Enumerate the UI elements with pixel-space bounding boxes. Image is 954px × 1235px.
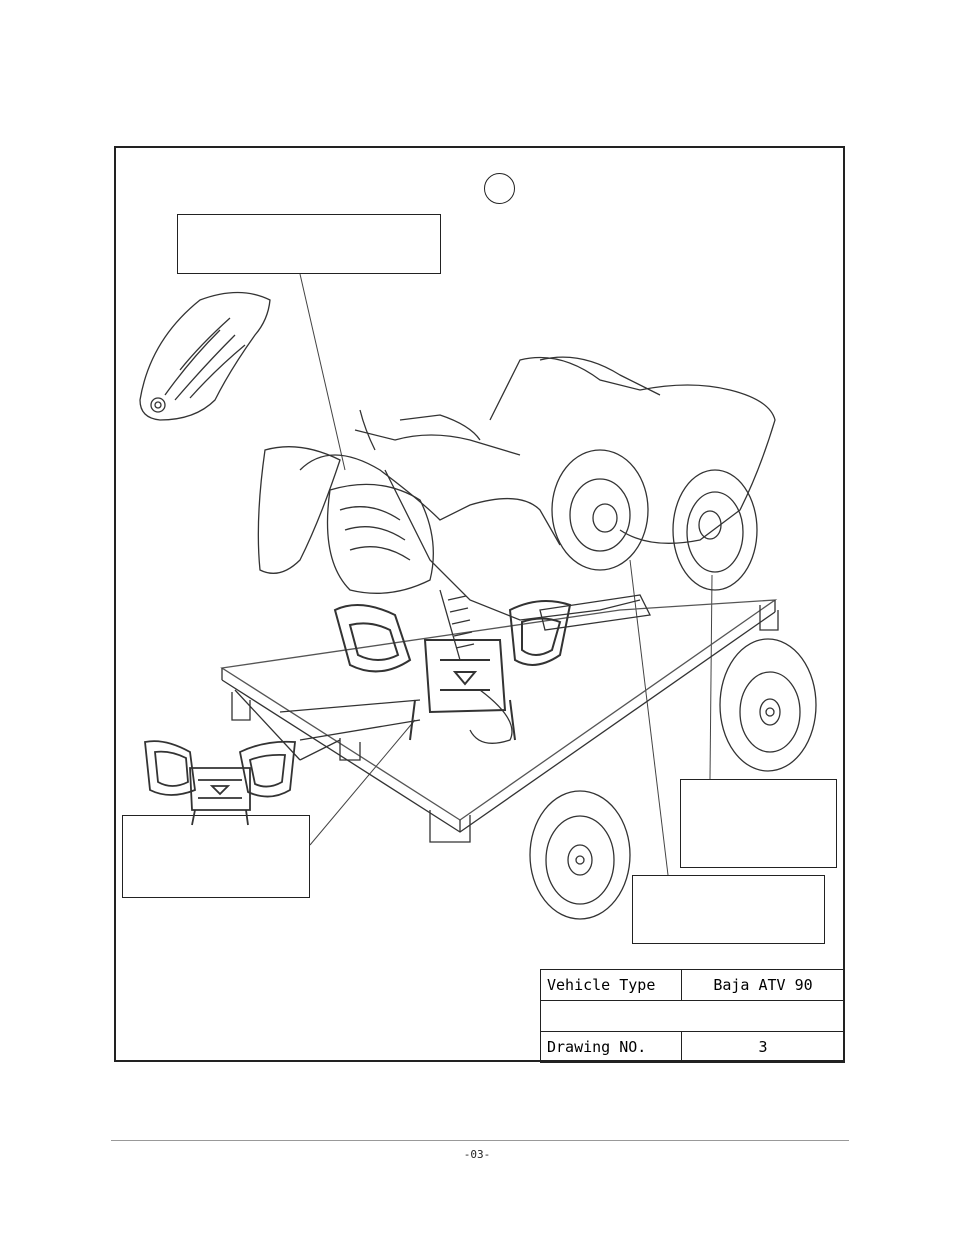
callout-box-lower-left — [122, 815, 310, 898]
front-fender-part-icon — [139, 291, 271, 421]
callout-box-right-upper — [680, 779, 837, 868]
callout-box-right-lower — [632, 875, 825, 944]
atv-rear-wheel-icon — [672, 469, 758, 591]
atv-front-wheel-icon — [551, 449, 649, 571]
front-bumper-part-icon — [144, 740, 296, 826]
page-number: -03- — [463, 1148, 491, 1161]
wheel-icon — [529, 790, 631, 920]
footer-divider — [111, 1140, 849, 1141]
wheel-icon — [719, 638, 817, 772]
drawing-no-label: Drawing NO. — [540, 1031, 682, 1063]
leader-lines — [299, 273, 713, 876]
callout-box-upper-left — [177, 214, 441, 274]
atv-crate-icon — [220, 356, 779, 843]
step-marker — [484, 173, 515, 204]
drawing-no-value: 3 — [681, 1031, 845, 1063]
title-block: Vehicle Type Baja ATV 90 Drawing NO. 3 — [540, 969, 845, 1063]
vehicle-type-label: Vehicle Type — [540, 969, 682, 1001]
front-bumper-mounted-icon — [333, 600, 572, 741]
drawing-frame — [114, 146, 845, 1062]
title-block-blank-row — [540, 1000, 845, 1032]
vehicle-type-value: Baja ATV 90 — [681, 969, 845, 1001]
